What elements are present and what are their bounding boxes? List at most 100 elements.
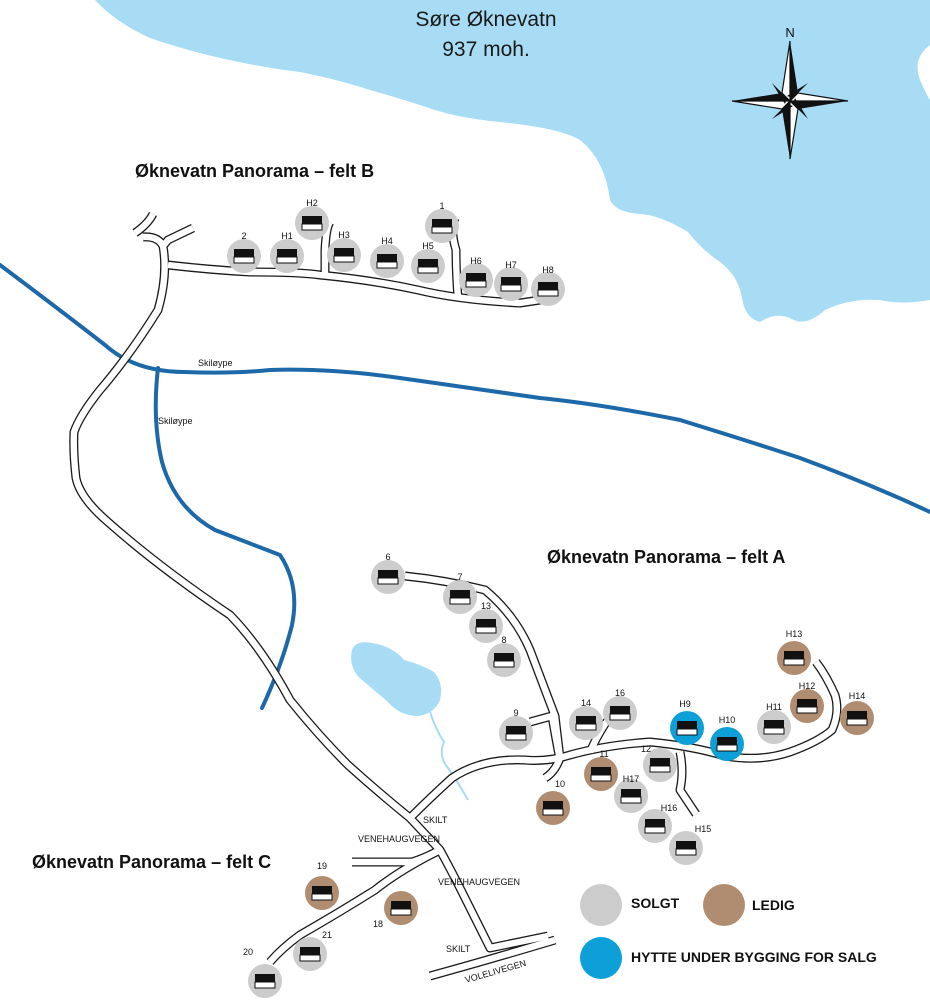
plot-marker[interactable]: 21 (293, 930, 332, 971)
plot-marker[interactable]: 19 (305, 861, 339, 910)
road-surface (676, 751, 699, 816)
plot-marker[interactable]: 10 (536, 779, 570, 825)
plot-label: H16 (661, 803, 678, 813)
plot-marker[interactable]: 11 (584, 749, 618, 791)
plot-marker[interactable]: H1 (270, 231, 304, 273)
lake-name: Søre Øknevatn (415, 8, 556, 31)
road-surface (352, 847, 442, 866)
cabin-icon (234, 249, 254, 257)
plot-marker[interactable]: H12 (790, 681, 824, 723)
plot-label: 14 (581, 698, 591, 708)
cabin-icon (302, 216, 322, 224)
plot-marker[interactable]: H9 (670, 699, 704, 745)
plot-marker[interactable]: H11 (757, 702, 791, 744)
cabin-icon (300, 947, 320, 955)
plot-marker[interactable]: H5 (411, 241, 445, 283)
cabin-icon (255, 974, 275, 982)
plot-marker[interactable]: 13 (469, 601, 503, 643)
field-c-title: Øknevatn Panorama – felt C (32, 852, 271, 872)
plot-label: H14 (849, 691, 866, 701)
plot-marker[interactable]: H3 (327, 230, 361, 272)
plot-marker[interactable]: 2 (227, 231, 261, 273)
plot-label: 6 (385, 552, 390, 562)
cabin-icon (466, 273, 486, 281)
cabin-icon (591, 767, 611, 775)
plot-marker[interactable]: H7 (494, 260, 528, 301)
plot-marker[interactable]: 20 (243, 947, 282, 998)
plot-marker[interactable]: H6 (459, 256, 493, 297)
cabin-icon (764, 720, 784, 728)
cabin-icon-base (644, 826, 666, 834)
cabin-icon-base (590, 774, 612, 782)
plot-label: H6 (470, 256, 482, 266)
compass-rose: N (731, 25, 849, 160)
cabin-icon-base (542, 808, 564, 816)
plot-marker[interactable]: 14 (569, 698, 603, 740)
cabin-icon-base (377, 577, 399, 585)
plot-marker[interactable]: 1 (425, 201, 459, 243)
cabin-icon-base (537, 289, 559, 297)
cabin-icon (391, 901, 411, 909)
legend-swatch-ledig (703, 884, 745, 926)
cabin-icon-base (620, 796, 642, 804)
pond (351, 642, 442, 716)
plot-marker[interactable]: H17 (614, 774, 648, 813)
plot-marker[interactable]: H15 (669, 824, 711, 865)
plot-marker[interactable]: 9 (499, 708, 533, 750)
plot-marker[interactable]: H8 (531, 265, 565, 306)
cabin-icon-base (716, 744, 738, 752)
plot-marker[interactable]: H4 (370, 236, 404, 278)
road-surface (267, 847, 442, 965)
cabin-icon (501, 277, 521, 285)
cabin-icon-base (254, 981, 276, 989)
cabin-icon (645, 819, 665, 827)
cabin-icon (784, 651, 804, 659)
cabin-icon-base (449, 597, 471, 605)
plot-label: H10 (719, 715, 736, 725)
plot-label: 18 (373, 919, 383, 929)
plot-label: 9 (513, 708, 518, 718)
plot-label: 16 (615, 688, 625, 698)
cabin-icon (847, 711, 867, 719)
plot-label: 7 (457, 572, 462, 582)
plot-marker[interactable]: H14 (840, 691, 874, 735)
cabin-icon-base (846, 718, 868, 726)
cabin-icon-base (311, 893, 333, 901)
cabin-icon (621, 789, 641, 797)
cabin-icon-base (417, 266, 439, 274)
plot-label: H15 (695, 824, 712, 834)
plot-label: H13 (786, 629, 803, 639)
cabin-icon-base (301, 223, 323, 231)
plot-marker[interactable]: H16 (638, 803, 677, 843)
plot-marker[interactable]: 12 (641, 744, 677, 782)
cabin-icon-base (676, 728, 698, 736)
cabin-icon (650, 758, 670, 766)
legend-swatch-under_bygging (580, 937, 622, 979)
plot-label: H3 (338, 230, 350, 240)
plot-marker[interactable]: 18 (373, 891, 418, 929)
plot-marker[interactable]: 16 (603, 688, 637, 730)
plot-marker[interactable]: H13 (777, 629, 811, 675)
plot-label: H12 (799, 681, 816, 691)
cabin-icon (610, 706, 630, 714)
cabin-icon (538, 282, 558, 290)
plot-marker[interactable]: H2 (295, 198, 329, 240)
plot-marker[interactable]: H10 (710, 715, 744, 761)
plot-marker[interactable]: 6 (371, 552, 405, 594)
cabin-icon (717, 737, 737, 745)
plot-marker[interactable]: 8 (487, 635, 521, 677)
plot-label: 13 (481, 601, 491, 611)
road-label-venehaugvegen: VENEHAUGVEGEN (358, 834, 440, 844)
plot-label: 10 (555, 779, 565, 789)
legend-label-solgt: SOLGT (631, 895, 680, 911)
cabin-icon (543, 801, 563, 809)
plot-label: H7 (505, 260, 517, 270)
plot-marker[interactable]: 7 (443, 572, 477, 614)
cabin-icon-base (390, 908, 412, 916)
legend-swatch-solgt (580, 884, 622, 926)
cabin-icon-base (763, 727, 785, 735)
cabin-icon-base (505, 733, 527, 741)
